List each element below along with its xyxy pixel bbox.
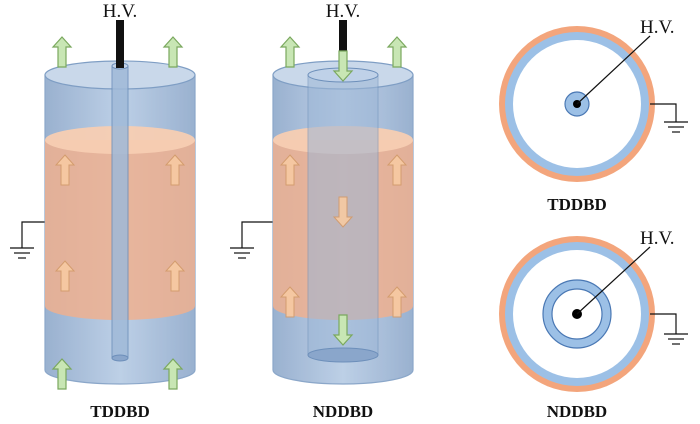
ground-symbol (10, 221, 45, 259)
nddbd-cross-section: H.V. NDDBD (499, 228, 688, 421)
hv-label: H.V. (640, 228, 675, 249)
tddbd-cross-section: H.V. TDDBD (499, 17, 688, 214)
hv-rod-electrode (111, 62, 129, 362)
ground-symbol (650, 103, 688, 133)
nddbd-caption: NDDBD (313, 402, 373, 421)
hv-wire (339, 20, 347, 62)
tddbd-section-caption: TDDBD (547, 195, 607, 214)
tddbd-reactor: H.V. TDDBD (10, 1, 196, 421)
hv-label: H.V. (103, 1, 138, 22)
ground-symbol (650, 313, 688, 345)
nddbd-reactor: H.V. NDDBD (230, 1, 414, 421)
hv-label: H.V. (640, 17, 675, 38)
hv-label: H.V. (326, 1, 361, 22)
hv-wire (116, 20, 124, 68)
nddbd-section-caption: NDDBD (547, 402, 607, 421)
tddbd-caption: TDDBD (90, 402, 150, 421)
ground-symbol (230, 221, 273, 259)
